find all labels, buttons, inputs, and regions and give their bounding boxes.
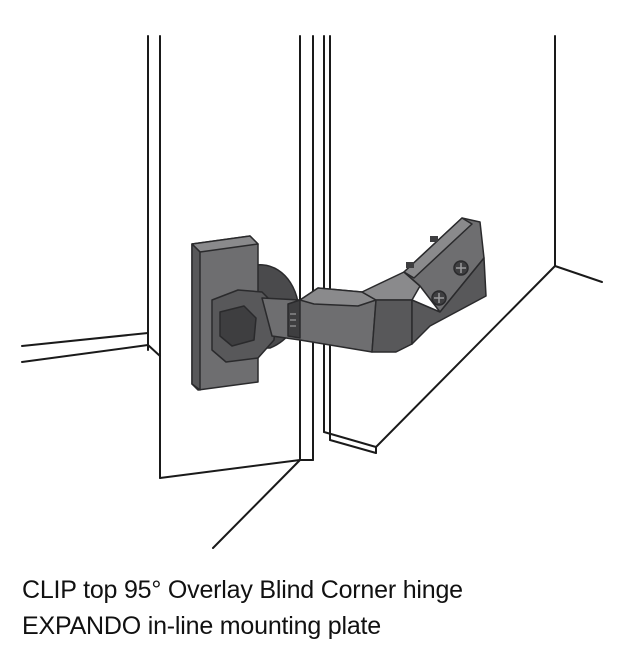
caption-title-line: CLIP top 95° Overlay Blind Corner hinge bbox=[22, 576, 463, 604]
caption-subtitle-line: EXPANDO in-line mounting plate bbox=[22, 612, 381, 640]
figure-caption: CLIP top 95° Overlay Blind Corner hinge … bbox=[22, 572, 612, 644]
cabinet-outline bbox=[21, 35, 603, 549]
hinge-illustration bbox=[21, 35, 603, 549]
hinge-body bbox=[191, 217, 487, 391]
